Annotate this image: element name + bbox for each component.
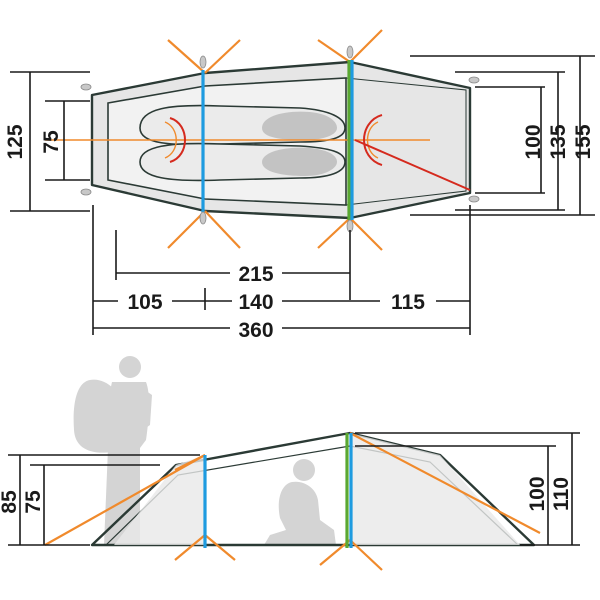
width-135-label: 135 <box>547 124 570 159</box>
side-rear-panel <box>350 433 520 545</box>
width-155-label: 155 <box>572 124 595 159</box>
side-guy-lines <box>44 432 541 571</box>
sleeping-bag-icon <box>139 142 346 182</box>
top-view: 125 75 100 135 155 <box>4 29 595 342</box>
side-right-dimensions: 100 110 <box>355 432 580 546</box>
tent-peg-icon <box>80 45 480 233</box>
front-door-arc <box>169 117 186 163</box>
length-115-label: 115 <box>391 291 425 314</box>
sleeping-bag-icon <box>139 104 346 146</box>
rear-door-arc <box>363 114 383 166</box>
length-105-label: 105 <box>127 291 162 314</box>
top-guy-lines <box>167 29 383 251</box>
width-100-label: 100 <box>522 124 545 159</box>
top-right-dimensions: 100 135 155 <box>410 55 595 216</box>
side-height-85-label: 85 <box>0 490 21 514</box>
top-vestibule-line <box>345 77 467 206</box>
seated-person-silhouette-icon <box>264 459 336 545</box>
height-75-label: 75 <box>40 130 63 154</box>
height-125-label: 125 <box>4 124 27 159</box>
side-height-110-label: 110 <box>550 477 573 511</box>
length-140-label: 140 <box>238 291 273 314</box>
side-left-dimensions: 85 75 <box>0 454 200 546</box>
side-view: 85 75 100 110 <box>0 356 580 571</box>
top-length-dimensions: 215 105 140 115 360 <box>92 205 471 342</box>
side-vestibule-panel <box>114 455 205 545</box>
length-215-label: 215 <box>238 263 273 286</box>
rear-door-arc-inner <box>366 121 379 159</box>
front-door-arc-inner <box>164 121 177 159</box>
side-height-75-label: 75 <box>22 490 45 514</box>
top-left-dimensions: 125 75 <box>4 71 90 212</box>
side-height-100-label: 100 <box>526 476 549 511</box>
rear-door-zip <box>354 139 471 191</box>
length-360-label: 360 <box>238 319 273 342</box>
